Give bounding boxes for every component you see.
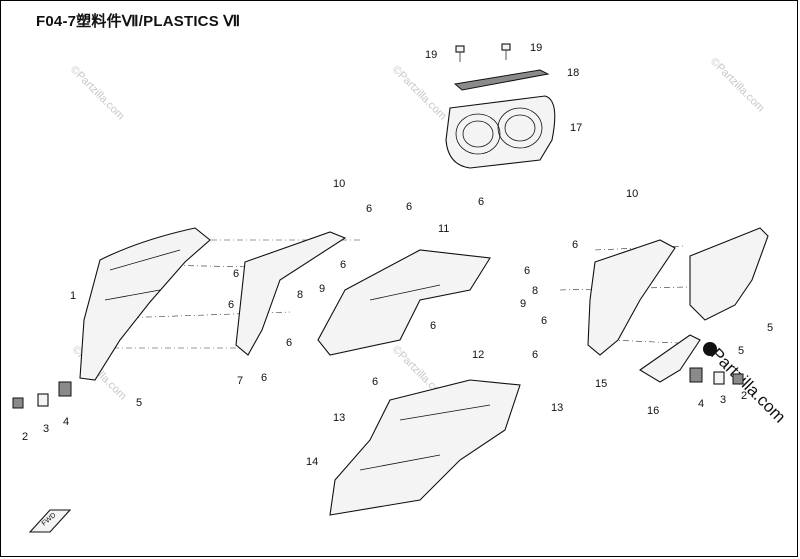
callout: 6	[286, 337, 292, 349]
callout: 19	[530, 42, 542, 54]
callout: 5	[136, 397, 142, 409]
callout: 11	[438, 223, 449, 235]
callout: 2	[741, 390, 747, 402]
callout: 6	[430, 320, 436, 332]
part-19-screws	[455, 43, 511, 62]
callout: 5	[767, 322, 773, 334]
part-17-instrument-housing	[445, 95, 556, 169]
callout: 13	[333, 412, 345, 424]
part-right-side-cover	[689, 227, 769, 321]
right-grommet-set	[689, 367, 744, 385]
watermark: ©Partzilla.com	[708, 56, 767, 115]
part-1-left-side-cover	[79, 227, 211, 381]
callout: 6	[366, 203, 372, 215]
part-15-right-bracket	[587, 239, 676, 356]
callout: 3	[43, 423, 49, 435]
callout: 2	[22, 431, 28, 443]
part-11-center-panel	[317, 249, 491, 356]
callout: 6	[541, 315, 547, 327]
watermark-large: Partzilla.com	[707, 344, 789, 426]
callout: 6	[478, 196, 484, 208]
callout: 5	[738, 345, 744, 357]
part-16-lower-trim	[638, 334, 701, 383]
callout: 8	[297, 289, 303, 301]
watermark: ©Partzilla.com	[390, 64, 449, 123]
callout: 9	[520, 298, 526, 310]
callout: 6	[406, 201, 412, 213]
callout: 16	[647, 405, 659, 417]
callout: 6	[261, 372, 267, 384]
callout: 6	[532, 349, 538, 361]
callout: 6	[228, 299, 234, 311]
callout: 10	[333, 178, 345, 190]
callout: 1	[70, 290, 76, 302]
part-12-lower-cover	[329, 379, 521, 516]
part-18-top-plate	[453, 69, 550, 91]
callout: 6	[372, 376, 378, 388]
callout: 14	[306, 456, 318, 468]
left-grommet-set	[12, 381, 72, 409]
callout: 19	[425, 49, 437, 61]
callout: 6	[572, 239, 578, 251]
callout: 17	[570, 122, 582, 134]
callout: 13	[551, 402, 563, 414]
callout: 15	[595, 378, 607, 390]
callout: 12	[472, 349, 484, 361]
callout: 9	[319, 283, 325, 295]
part-7-bracket	[235, 231, 347, 356]
callout: 4	[698, 398, 704, 410]
callout: 6	[524, 265, 530, 277]
callout: 7	[237, 375, 243, 387]
callout: 8	[532, 285, 538, 297]
page-title: F04-7塑料件Ⅶ/PLASTICS Ⅶ	[36, 13, 241, 30]
watermark-logo-icon	[703, 342, 717, 356]
watermark: ©Partzilla.com	[68, 64, 127, 123]
callout: 4	[63, 416, 69, 428]
callout: 10	[626, 188, 638, 200]
callout-labels: 19 19 18 17 10 10 11 12 1 2 3 4 5 6 6 6 …	[22, 42, 773, 468]
forward-arrow-icon: FWD	[28, 509, 72, 533]
callout: 3	[720, 394, 726, 406]
callout: 6	[340, 259, 346, 271]
callout: 18	[567, 67, 579, 79]
callout: 6	[233, 268, 239, 280]
